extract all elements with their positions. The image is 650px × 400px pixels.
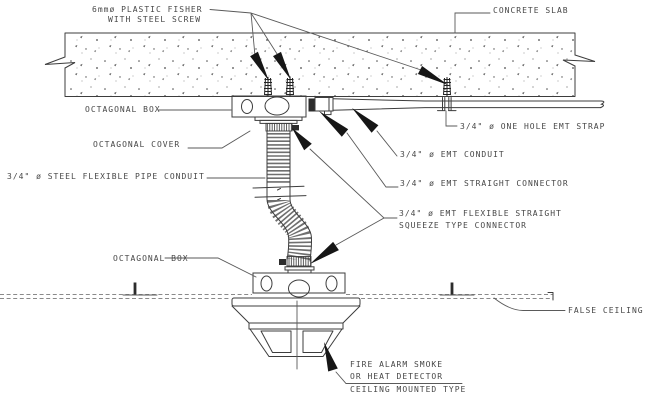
ceiling-end-cap — [547, 292, 554, 301]
ceiling-hanger — [122, 282, 158, 296]
detector-vent-slot — [302, 330, 334, 353]
leader-emt-straight-connector — [346, 132, 399, 188]
plastic-fisher-anchors — [264, 77, 451, 96]
smoke-detector — [231, 297, 361, 370]
false-ceiling — [0, 282, 554, 301]
label-detector-line1: FIRE ALARM SMOKE — [350, 360, 443, 369]
arrow-squeeze-top — [292, 128, 312, 151]
ceiling-hanger — [439, 282, 475, 296]
squeeze-connector-top — [265, 122, 299, 132]
conduit-break-marks — [252, 185, 307, 201]
leader-lines — [157, 9, 566, 384]
one-hole-emt-strap — [437, 97, 457, 112]
label-octagonal-box-bottom: OCTAGONAL BOX — [113, 254, 189, 263]
detector-vent-slot — [260, 330, 292, 353]
leader-octagonal-cover — [187, 130, 251, 149]
knockout-oval — [325, 275, 338, 292]
label-flex-pipe-conduit: 3/4" ø STEEL FLEXIBLE PIPE CONDUIT — [7, 172, 205, 181]
label-emt-straight-connector: 3/4" ø EMT STRAIGHT CONNECTOR — [400, 179, 569, 188]
label-octagonal-cover: OCTAGONAL COVER — [93, 140, 180, 149]
label-plastic-fisher-line1: 6mmø PLASTIC FISHER — [92, 5, 203, 14]
label-detector-line2: OR HEAT DETECTOR — [350, 372, 443, 381]
leader-plastic-fisher — [209, 9, 425, 72]
emt-conduit — [332, 98, 605, 111]
octagonal-box-top — [231, 95, 307, 118]
concrete-stipple-texture — [66, 34, 574, 96]
break-symbol-left — [44, 32, 76, 97]
arrow-emt-conduit — [352, 108, 379, 133]
annotation-arrows — [250, 51, 448, 372]
label-squeeze-connector-line2: SQUEEZE TYPE CONNECTOR — [399, 221, 527, 230]
text-labels: 6mmø PLASTIC FISHER WITH STEEL SCREW CON… — [7, 5, 644, 394]
arrow-fisher-left — [250, 51, 269, 81]
label-detector-line3: CEILING MOUNTED TYPE — [350, 385, 466, 394]
knockout-oval — [241, 99, 253, 114]
leader-detector — [335, 371, 463, 384]
arrow-detector — [324, 342, 338, 372]
knockout-oval — [260, 275, 273, 292]
octagonal-box-bottom — [252, 272, 346, 298]
label-false-ceiling: FALSE CEILING — [568, 306, 644, 315]
leader-squeeze-connector — [309, 148, 398, 246]
detector-band — [248, 322, 344, 330]
arrow-straight-connector — [319, 111, 349, 137]
label-concrete-slab: CONCRETE SLAB — [493, 6, 569, 15]
steel-flexible-pipe-conduit — [252, 130, 313, 263]
label-octagonal-box-top: OCTAGONAL BOX — [85, 105, 161, 114]
arrow-fisher-right — [417, 66, 448, 85]
label-emt-strap: 3/4" ø ONE HOLE EMT STRAP — [460, 122, 605, 131]
break-symbol-right — [562, 32, 596, 97]
octagonal-cover — [254, 116, 303, 124]
leader-emt-strap — [445, 110, 458, 127]
concrete-slab — [44, 32, 596, 97]
leader-emt-conduit — [376, 130, 398, 157]
detector-upper-taper — [231, 305, 361, 324]
label-plastic-fisher-line2: WITH STEEL SCREW — [108, 15, 201, 24]
leader-false-ceiling — [493, 297, 566, 311]
dome-knockout — [264, 96, 290, 116]
label-emt-conduit: 3/4" ø EMT CONDUIT — [400, 150, 505, 159]
squeeze-connector-bottom — [279, 256, 315, 274]
conduit-end-curl — [600, 100, 605, 109]
fisher-anchor — [286, 77, 294, 96]
leader-octagonal-box-bottom — [164, 257, 257, 278]
label-squeeze-connector-line1: 3/4" ø EMT FLEXIBLE STRAIGHT — [399, 209, 562, 218]
dome-knockout — [288, 279, 310, 298]
emt-straight-connector — [308, 97, 334, 116]
leader-concrete-slab — [454, 12, 491, 34]
detector-body — [249, 328, 343, 357]
arrow-squeeze-bottom — [310, 241, 339, 264]
detector-mounting-plate — [231, 297, 361, 307]
fisher-anchor — [443, 77, 451, 96]
arrow-fisher-mid — [273, 51, 291, 80]
